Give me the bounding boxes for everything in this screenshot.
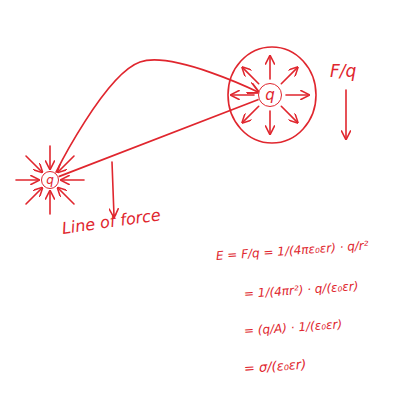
field-line-in bbox=[26, 156, 42, 172]
field-line-in bbox=[16, 179, 38, 181]
field-line-out bbox=[281, 68, 297, 84]
leader-arrow bbox=[112, 162, 114, 216]
field-line-out bbox=[232, 94, 254, 96]
annotation: Line of force bbox=[61, 206, 162, 237]
field-line-in bbox=[62, 179, 84, 181]
equation-line: = (q/A) · 1/(ε₀εr) bbox=[244, 318, 343, 338]
annotation: F/q bbox=[330, 62, 356, 81]
field-line-out bbox=[269, 57, 271, 79]
equation-line: E = F/q = 1/(4πε₀εr) · q/r² bbox=[216, 239, 370, 263]
line-of-force bbox=[59, 100, 258, 177]
charge-symbol: q bbox=[265, 88, 275, 103]
field-line-out bbox=[243, 68, 259, 84]
charge-symbol: q bbox=[46, 174, 54, 186]
field-line-in bbox=[49, 192, 51, 214]
equation-line: = 1/(4πr²) · q/(ε₀εr) bbox=[244, 280, 359, 301]
field-line-out bbox=[281, 106, 297, 122]
field-line-in bbox=[59, 189, 75, 205]
charge-circle: q bbox=[258, 83, 282, 107]
field-line-in bbox=[49, 146, 51, 168]
leader-arrow bbox=[345, 90, 347, 138]
charge-circle: q bbox=[41, 171, 59, 189]
field-line-in bbox=[26, 189, 42, 205]
field-line-out bbox=[269, 111, 271, 133]
curved-arrow bbox=[56, 60, 257, 172]
field-line-out bbox=[286, 94, 308, 96]
equation-line: = σ/(ε₀εr) bbox=[244, 358, 307, 377]
field-line-out bbox=[243, 106, 259, 122]
gaussian-surface bbox=[228, 47, 316, 143]
